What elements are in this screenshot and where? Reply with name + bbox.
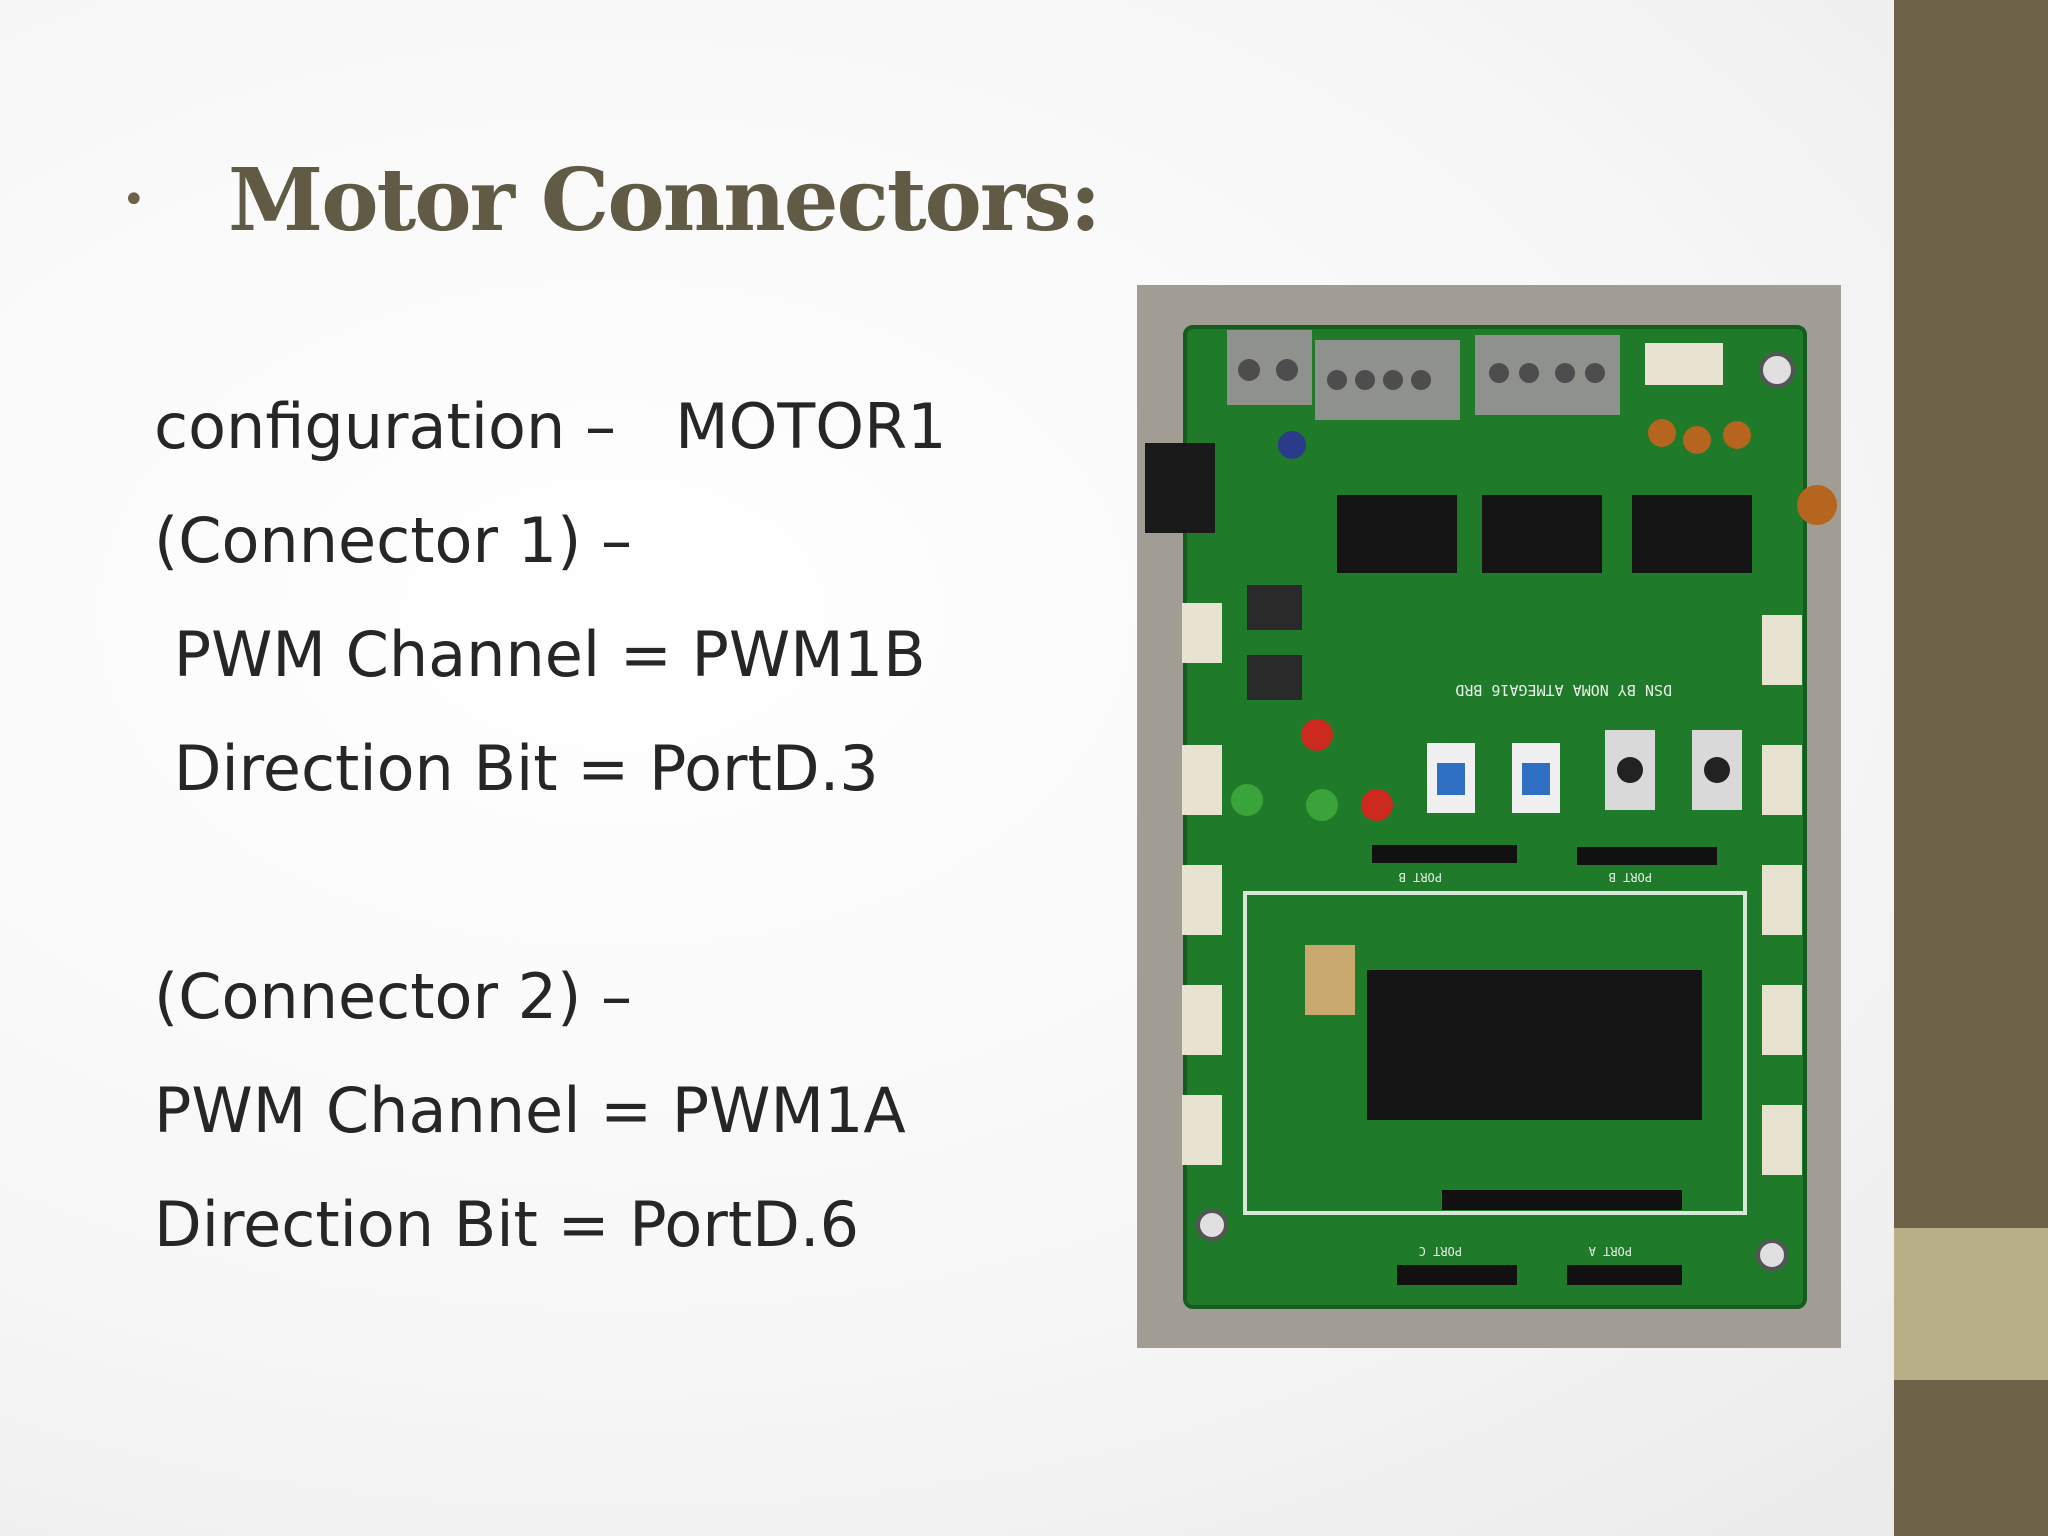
- port-label-b2: PORT B: [1609, 870, 1652, 884]
- title-bullet: •: [122, 177, 146, 223]
- body-line-config: configuration – MOTOR1: [154, 390, 947, 463]
- port-label-b1: PORT B: [1399, 870, 1442, 884]
- board-silkscreen-label: DSN BY NOMA ATMEGA16 BRD: [1455, 681, 1672, 699]
- pcb-board-illustration: DSN BY NOMA ATMEGA16 BRD PORT B PORT B P…: [1137, 285, 1841, 1348]
- body-line-direction-2: Direction Bit = PortD.6: [154, 1188, 860, 1261]
- pcb-board: [1183, 325, 1807, 1309]
- port-label-c: PORT C: [1419, 1244, 1462, 1258]
- slide-title: Motor Connectors:: [228, 149, 1101, 251]
- port-label-a: PORT A: [1588, 1244, 1632, 1258]
- body-line-pwm-1: PWM Channel = PWM1B: [154, 618, 926, 691]
- title-row: • Motor Connectors:: [122, 140, 1101, 260]
- theme-side-accent: [1894, 1228, 2048, 1380]
- microcontroller-chip: [1367, 970, 1702, 1120]
- body-line-connector-1: (Connector 1) –: [154, 504, 633, 577]
- slide-body: configuration – MOTOR1 (Connector 1) – P…: [154, 370, 1094, 1282]
- body-line-pwm-2: PWM Channel = PWM1A: [154, 1074, 906, 1147]
- body-line-direction-1: Direction Bit = PortD.3: [154, 732, 879, 805]
- body-gap: [154, 826, 1094, 940]
- body-line-connector-2: (Connector 2) –: [154, 960, 633, 1033]
- pcb-board-photo: DSN BY NOMA ATMEGA16 BRD PORT B PORT B P…: [1137, 285, 1841, 1348]
